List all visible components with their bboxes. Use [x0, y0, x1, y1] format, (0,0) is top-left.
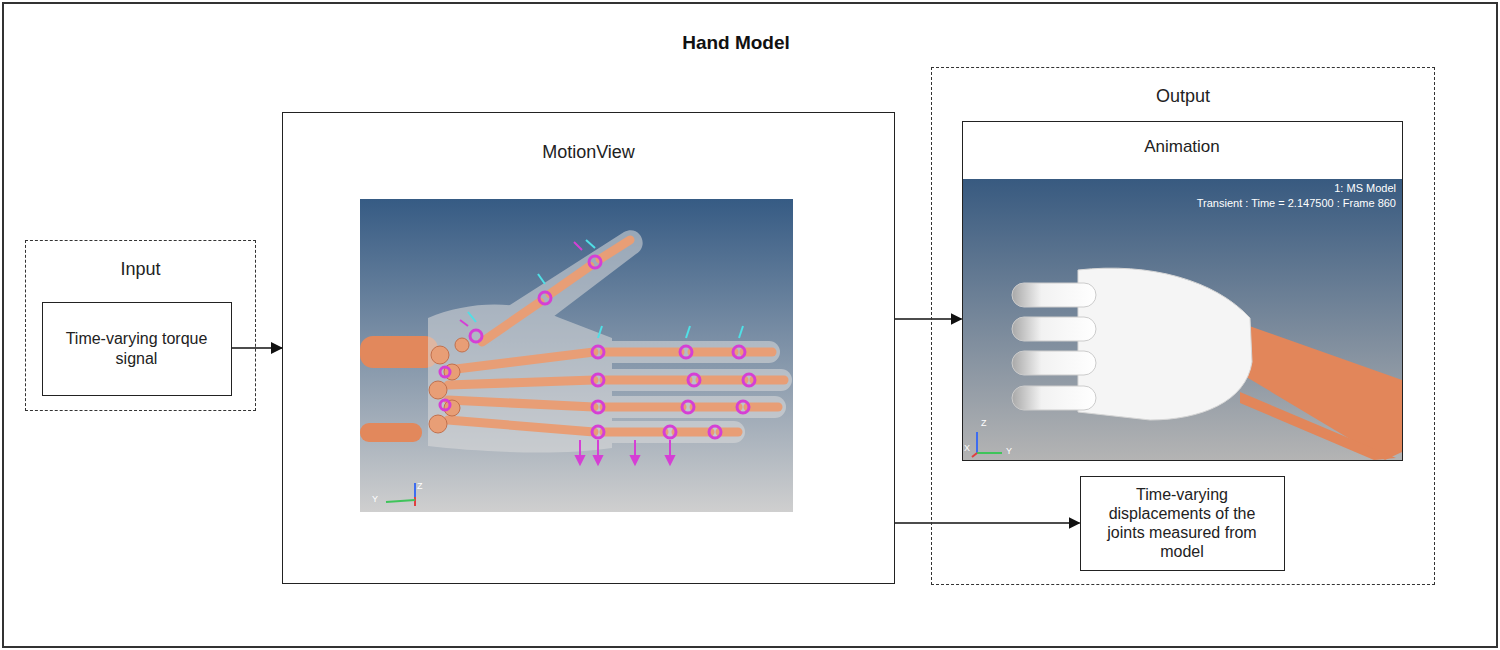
outer-frame [3, 3, 1497, 647]
hand-skeleton-picture [360, 199, 793, 512]
output-box: Time-varying displacements of the joints… [1080, 476, 1285, 571]
animation-panel: Animation [962, 121, 1403, 461]
axis-letter: Y [372, 494, 378, 504]
axis-letter: Y [1006, 446, 1012, 456]
flow-arrow [232, 347, 283, 349]
box-heading: Output [940, 86, 1426, 108]
axis-letter: X [964, 443, 970, 453]
output-group: OutputAnimationTime-varying displacement… [931, 67, 1435, 585]
axis-letter: Z [981, 418, 987, 428]
software-panel: MotionView [282, 112, 895, 584]
box-text: Time-varying torque signal [52, 329, 222, 367]
input-group: InputTime-varying torque signal [25, 240, 256, 411]
box-heading: Animation [971, 137, 1394, 157]
model-caption: 1: MS Model [1334, 182, 1396, 195]
axis-letter: Z [417, 481, 423, 491]
box-heading: Input [34, 259, 247, 281]
diagram-title: Hand Model [536, 32, 936, 54]
input-box: Time-varying torque signal [42, 302, 232, 396]
box-heading: MotionView [291, 142, 886, 164]
flow-arrow [895, 522, 1080, 524]
hand-animation-picture [963, 179, 1402, 460]
flow-arrow [895, 318, 962, 320]
box-text: Time-varying displacements of the joints… [1090, 485, 1275, 562]
time-readout: Transient : Time = 2.147500 : Frame 860 [1197, 197, 1396, 210]
